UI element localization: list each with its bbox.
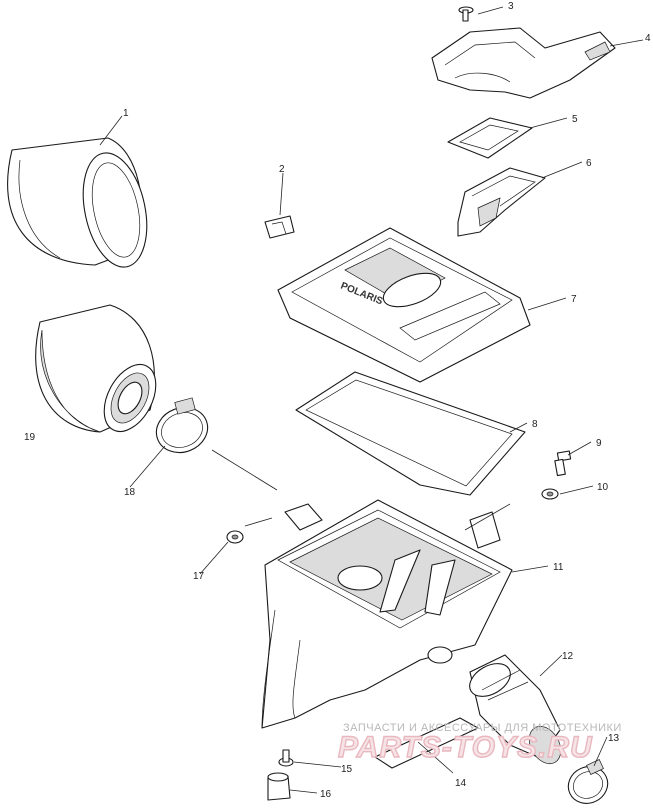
part-14-foam-strip <box>374 717 479 769</box>
watermark: ЗАПЧАСТИ И АКСЕССУАРЫ ДЛЯ МОТОТЕХНИКИ PA… <box>337 722 622 765</box>
part-12-coupler-boot <box>469 654 562 765</box>
part-8-seal <box>295 371 526 496</box>
part-18-hose-clamp <box>155 397 209 454</box>
callout-2-upper: 2 <box>279 164 285 175</box>
callout-11: 11 <box>553 562 564 573</box>
part-16-cap <box>267 772 291 801</box>
callout-7: 7 <box>571 294 577 305</box>
part-11-airbox-base <box>261 499 513 729</box>
part-10-washer <box>541 488 559 500</box>
watermark-site: PARTS-TOYS.RU <box>338 731 593 764</box>
part-19-filter-element <box>35 304 157 433</box>
callout-8: 8 <box>532 419 538 430</box>
part-1-filter-precleaner <box>7 137 148 268</box>
part-3-screw <box>458 6 474 22</box>
part-15-plug <box>278 749 294 767</box>
part-7-airbox-lid: POLARIS <box>277 227 531 383</box>
callout-3: 3 <box>508 1 514 12</box>
callout-12: 12 <box>562 651 574 662</box>
callout-14: 14 <box>455 778 467 789</box>
callout-10: 10 <box>597 482 609 493</box>
watermark-site-fill: PARTS-TOYS.RU <box>338 731 593 764</box>
callout-18: 18 <box>124 487 136 498</box>
callout-5: 5 <box>572 114 578 125</box>
part-4-intake-duct <box>431 27 616 99</box>
callout-19: 19 <box>24 432 36 443</box>
part-2-clip-upper <box>264 215 295 239</box>
part-5-gasket <box>447 117 533 159</box>
callout-13: 13 <box>608 733 620 744</box>
callout-numbers: 1 2 3 4 5 6 7 8 9 10 11 12 13 14 15 16 1… <box>24 1 651 800</box>
part-9-bolt <box>554 450 572 477</box>
leader-lines <box>99 6 644 794</box>
callout-17: 17 <box>193 571 205 582</box>
callout-16: 16 <box>320 789 332 800</box>
callout-1: 1 <box>123 108 129 119</box>
part-17-grommet <box>226 530 244 544</box>
callout-9: 9 <box>596 438 602 449</box>
watermark-tagline: ЗАПЧАСТИ И АКСЕССУАРЫ ДЛЯ МОТОТЕХНИКИ <box>343 722 622 734</box>
callout-6: 6 <box>586 158 592 169</box>
part-6-intake-boot <box>457 167 546 237</box>
part-13-hose-clamp <box>567 759 609 804</box>
callout-4: 4 <box>645 33 651 44</box>
callout-15: 15 <box>341 764 353 775</box>
